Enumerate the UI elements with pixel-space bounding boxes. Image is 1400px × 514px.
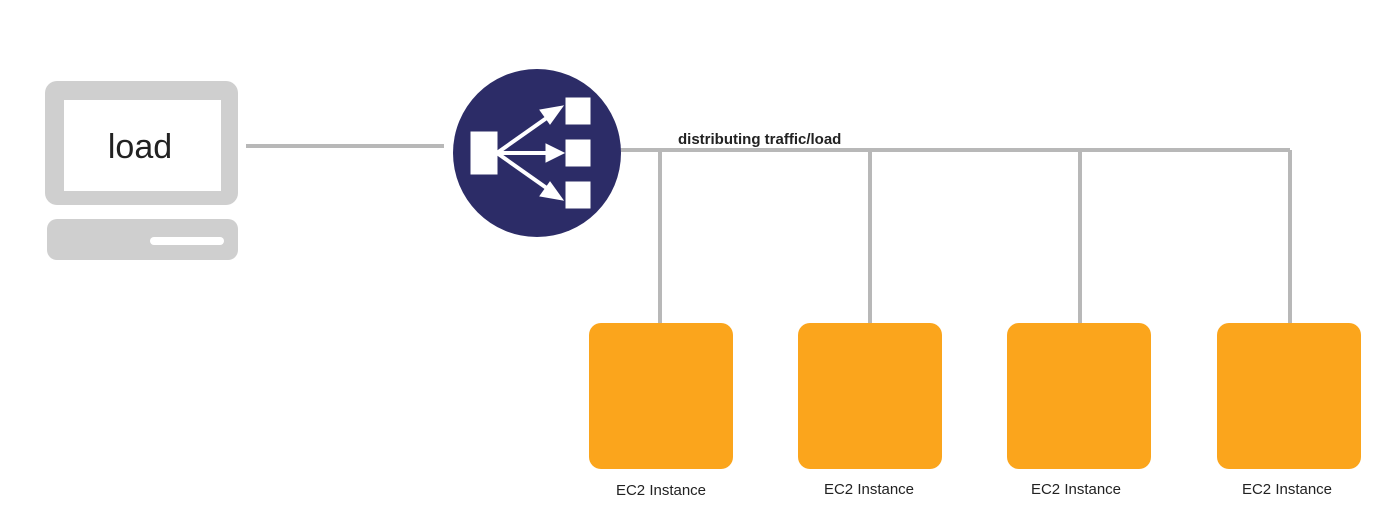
balancer-target-node-bottom	[565, 181, 591, 209]
balancer-arrowhead-bottom	[539, 181, 565, 201]
ec2-instance-icon	[589, 323, 733, 469]
monitor-screen	[64, 100, 221, 191]
ec2-instance-icon	[1217, 323, 1361, 469]
balancer-arrow-top	[495, 115, 550, 155]
keyboard-slot	[150, 237, 224, 245]
keyboard	[47, 219, 238, 260]
ec2-instance: EC2 Instance	[1007, 323, 1151, 498]
ec2-instance: EC2 Instance	[1217, 323, 1361, 498]
ec2-instance-label: EC2 Instance	[1242, 481, 1332, 498]
ec2-instance-label: EC2 Instance	[616, 482, 706, 499]
connectors	[246, 144, 1292, 324]
ec2-instance-label: EC2 Instance	[1031, 481, 1121, 498]
screen-label: load	[108, 128, 172, 166]
balancer-arrow-bottom	[495, 151, 550, 191]
balancer-target-node-middle	[565, 139, 591, 167]
ec2-instance-icon	[1007, 323, 1151, 469]
computer-icon: load	[45, 81, 238, 260]
connection-label: distributing traffic/load	[678, 131, 841, 148]
balancer-source-node	[470, 131, 498, 175]
ec2-instance: EC2 Instance	[589, 323, 733, 499]
ec2-instance-label: EC2 Instance	[824, 481, 914, 498]
ec2-instance-icon	[798, 323, 942, 469]
load-balancer-icon	[453, 69, 621, 237]
ec2-instance: EC2 Instance	[798, 323, 942, 498]
balancer-arrowhead-middle	[545, 143, 566, 163]
balancer-arrowhead-top	[539, 105, 565, 125]
balancer-target-node-top	[565, 97, 591, 125]
